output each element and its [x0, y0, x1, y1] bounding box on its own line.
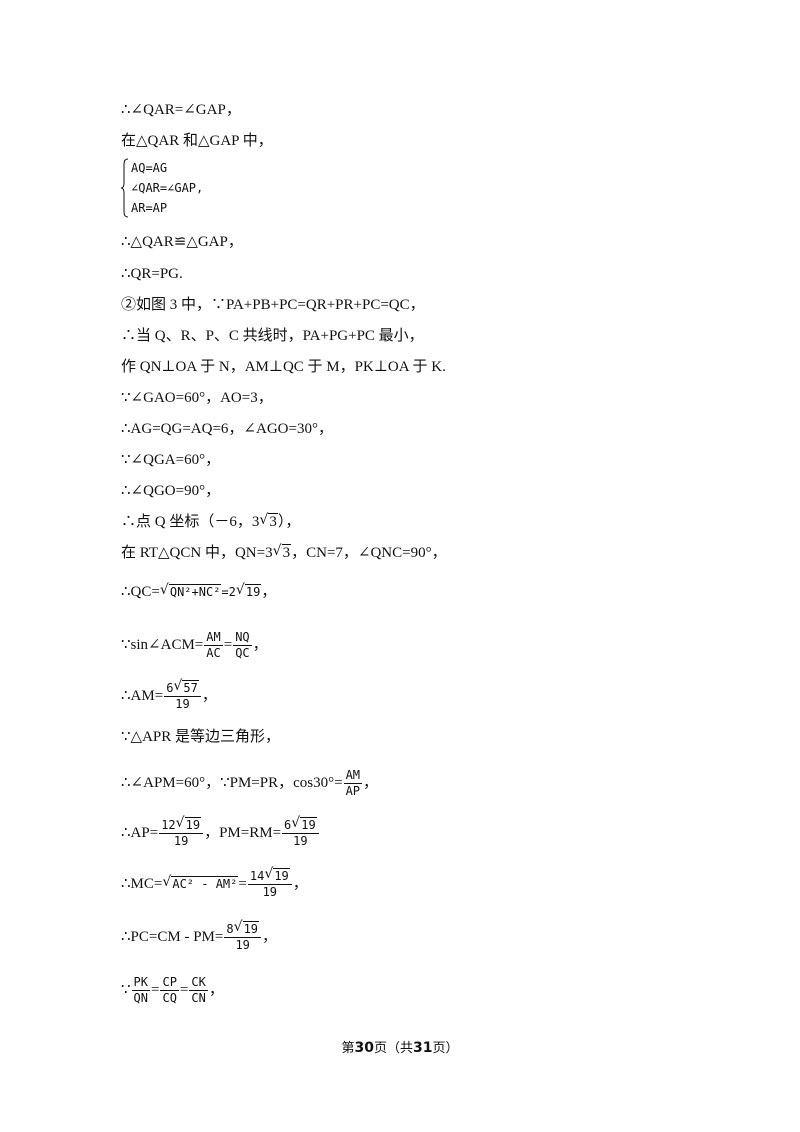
step-line: ∴MC=AC² - AM²=141919，: [121, 867, 308, 900]
step-line: ∴AM=65719，: [121, 679, 217, 712]
fraction: 121919: [159, 816, 204, 849]
step-line: ∵∠QGA=60°，: [121, 452, 221, 468]
step-line: ∴∠QGO=90°，: [121, 483, 221, 499]
step-line: ∴AP=121919，PM=RM=61919: [121, 816, 320, 849]
sqrt: 3: [259, 510, 278, 532]
step-line: ∴△QAR≌△GAP，: [121, 234, 243, 250]
system-row: AQ=AG: [131, 161, 168, 175]
fraction: 81919: [224, 920, 262, 953]
step-line: ②如图 3 中，∵PA+PB+PC=QR+PR+PC=QC，: [121, 297, 425, 313]
fraction: 141919: [247, 867, 292, 900]
step-line: ∴∠QAR=∠GAP，: [121, 102, 241, 118]
sqrt: AC² - AM²: [162, 872, 239, 894]
fraction: 65719: [164, 679, 201, 712]
sqrt: 19: [236, 580, 262, 602]
step-line: ∴QC=QN²+NC²=219，: [121, 580, 276, 602]
step-line: ∴AG=QG=AQ=6，∠AGO=30°，: [121, 421, 333, 437]
step-line: 在△QAR 和△GAP 中，: [121, 133, 273, 149]
step-line: ∴PC=CM - PM=81919，: [121, 920, 277, 953]
step-line: ∵△APR 是等边三角形，: [121, 729, 281, 745]
page-total: 31: [413, 1040, 433, 1056]
step-line: 作 QN⊥OA 于 N，AM⊥QC 于 M，PK⊥OA 于 K.: [121, 359, 446, 375]
page-footer: 第30页（共31页）: [341, 1040, 459, 1056]
system-row: ∠QAR=∠GAP,: [131, 181, 204, 195]
sqrt: QN²+NC²: [160, 580, 222, 602]
step-line: ∵∠GAO=60°，AO=3，: [121, 390, 273, 406]
page-number: 30: [354, 1040, 374, 1056]
step-line: 在 RT△QCN 中，QN=33，CN=7，∠QNC=90°，: [121, 541, 447, 563]
left-brace-icon: [121, 158, 129, 218]
step-line: ∴QR=PG.: [121, 266, 183, 282]
step-line: ∴点 Q 坐标（－6，33），: [121, 510, 300, 532]
system-row: AR=AP: [131, 201, 168, 215]
fraction: 61919: [282, 816, 319, 849]
sqrt: 3: [273, 541, 292, 563]
step-line: ∴当 Q、R、P、C 共线时，PA+PG+PC 最小，: [121, 328, 424, 344]
